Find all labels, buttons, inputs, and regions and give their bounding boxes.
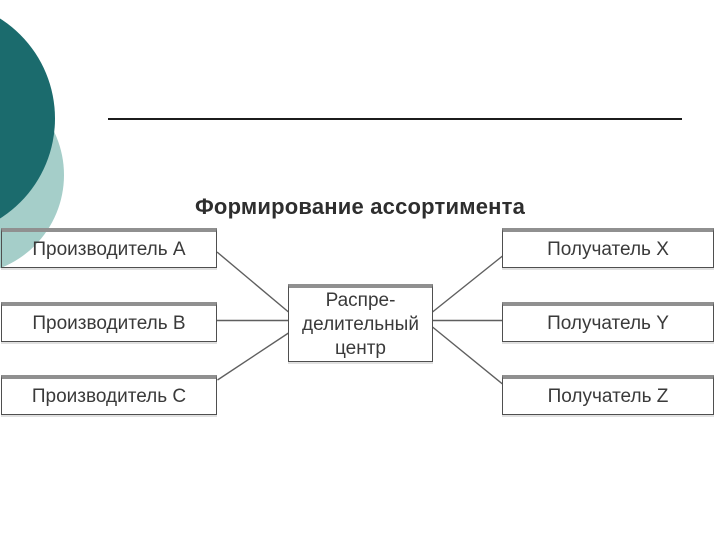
box-recipient-x: Получатель X [502,228,714,268]
connector-center-to-recipient-z [432,326,503,385]
distribution-center-line-2: делительный [302,313,419,335]
box-producer-b-label: Производитель В [32,312,186,334]
connector-producer-a-to-center [216,251,289,313]
connector-center-to-recipient-x [432,255,503,313]
box-recipient-y: Получатель Y [502,302,714,342]
connector-producer-c-to-center [217,332,289,381]
diagram-title: Формирование ассортимента [194,194,526,219]
box-producer-b: Производитель В [1,302,217,342]
distribution-center-line-3: центр [335,337,386,359]
distribution-center-line-1: Распре- [325,289,396,311]
box-producer-c-label: Производитель С [31,385,187,407]
box-producer-c: Производитель С [1,375,217,415]
box-producer-a-label: Производитель А [32,238,186,260]
box-distribution-center: Распре- делительный центр [288,284,433,362]
box-producer-a: Производитель А [1,228,217,268]
header-rule-line [108,118,682,120]
box-recipient-z-label: Получатель Z [547,385,669,407]
box-recipient-y-label: Получатель Y [547,312,669,334]
box-recipient-z: Получатель Z [502,375,714,415]
box-recipient-x-label: Получатель X [547,238,669,260]
